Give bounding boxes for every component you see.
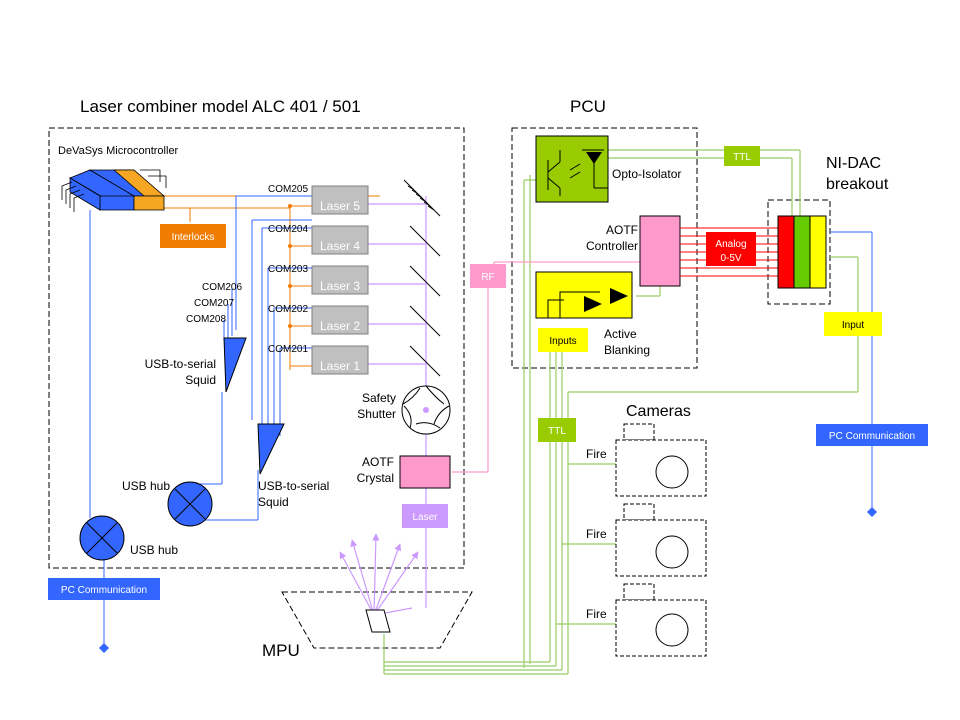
pcu-title: PCU: [570, 97, 606, 116]
pc-right-connector: [867, 507, 877, 517]
usb-hub-outer-icon: [79, 515, 125, 561]
laser-1-label: Laser 1: [320, 359, 360, 373]
com-laser-2: COM202: [268, 304, 308, 315]
input-right-label: Input: [842, 320, 864, 331]
fire-3-label: Fire: [586, 607, 607, 621]
rf-box: [470, 264, 506, 288]
fire-2-label: Fire: [586, 527, 607, 541]
fire-1-label: Fire: [586, 447, 607, 461]
aotf-crystal-label-1: AOTF: [362, 455, 394, 469]
squid-2-label-2: Squid: [258, 495, 289, 509]
inputs-label: Inputs: [549, 336, 576, 347]
safety-label-2: Shutter: [357, 407, 396, 421]
ttl-top-box: [724, 146, 760, 166]
orange-junctions: [288, 204, 292, 328]
combiner-title: Laser combiner model ALC 401 / 501: [80, 97, 361, 116]
com-laser-1: COM201: [268, 344, 308, 355]
devasys-microcontroller: [61, 169, 167, 212]
aotf-crystal-label-2: Crystal: [357, 471, 394, 485]
laser-2-label: Laser 2: [320, 319, 360, 333]
active-blanking-label-1: Active: [604, 327, 637, 341]
com-laser-3: COM203: [268, 264, 308, 275]
green-wiring: [383, 149, 859, 675]
analog-label-2: 0-5V: [720, 253, 741, 264]
nidac-title-1: NI-DAC: [826, 155, 881, 172]
active-blanking-label-2: Blanking: [604, 343, 650, 357]
pc-left-label: PC Communication: [61, 585, 147, 596]
aotf-controller-label-2: Controller: [586, 239, 638, 253]
ttl-top-label: TTL: [733, 152, 751, 163]
laser-tag-box: [402, 504, 448, 528]
aotf-controller: [639, 215, 681, 287]
mpu-boundary: [281, 591, 473, 649]
aotf-controller-label-1: AOTF: [606, 223, 638, 237]
laser-3-label: Laser 3: [320, 279, 360, 293]
dichroic-mirrors: [403, 179, 441, 377]
mpu-beams: [339, 533, 419, 616]
squid-1-label-2: Squid: [185, 373, 216, 387]
usb-hub-outer-label: USB hub: [130, 543, 178, 557]
opto-isolator: [535, 135, 609, 203]
squid-2-label-1: USB-to-serial: [258, 479, 329, 493]
laser-stack: [311, 185, 369, 375]
com-207: COM207: [194, 298, 234, 309]
com-206: COM206: [202, 282, 242, 293]
pc-right-label: PC Communication: [829, 431, 915, 442]
usb-hub-inner-label: USB hub: [122, 479, 170, 493]
analog-box: [706, 232, 756, 266]
input-right-box: [824, 312, 882, 336]
aotf-crystal: [399, 455, 451, 489]
nidac-blocks: [777, 215, 827, 289]
squid-1-icon: [223, 337, 247, 393]
squid-2-icon: [257, 423, 285, 475]
safety-label-1: Safety: [362, 391, 396, 405]
inputs-box: [538, 328, 588, 352]
laser-tag-label: Laser: [412, 512, 438, 523]
ttl-mid-label: TTL: [548, 426, 566, 437]
rf-label: RF: [481, 272, 494, 283]
active-blanking: [535, 271, 633, 319]
laser-5-label: Laser 5: [320, 199, 360, 213]
opto-label: Opto-Isolator: [612, 167, 681, 181]
com-laser-5: COM205: [268, 184, 308, 195]
ttl-mid-box: [538, 418, 576, 442]
mpu-title: MPU: [262, 641, 300, 660]
camera-1: [615, 423, 707, 497]
blue-wiring: [89, 195, 873, 648]
combiner-boundary: [48, 127, 465, 569]
pc-right-box: [816, 424, 928, 446]
mpu-prism: [365, 609, 391, 633]
squid-1-label-1: USB-to-serial: [145, 357, 216, 371]
com-208: COM208: [186, 314, 226, 325]
pcu-boundary: [511, 127, 698, 369]
pc-left-box: [48, 578, 160, 600]
devasys-label: DeVaSys Microcontroller: [58, 145, 179, 157]
nidac-title-2: breakout: [826, 176, 889, 193]
safety-shutter-icon: [401, 385, 451, 435]
analog-label-1: Analog: [715, 239, 746, 250]
usb-hub-inner-icon: [167, 481, 213, 527]
camera-2: [615, 503, 707, 577]
rf-wiring: [452, 261, 640, 473]
com-laser-4: COM204: [268, 224, 308, 235]
cameras-title: Cameras: [626, 403, 691, 420]
camera-3: [615, 583, 707, 657]
interlocks-label: Interlocks: [172, 232, 215, 243]
pc-left-connector: [99, 643, 109, 653]
laser-4-label: Laser 4: [320, 239, 360, 253]
interlocks-box: [160, 224, 226, 248]
